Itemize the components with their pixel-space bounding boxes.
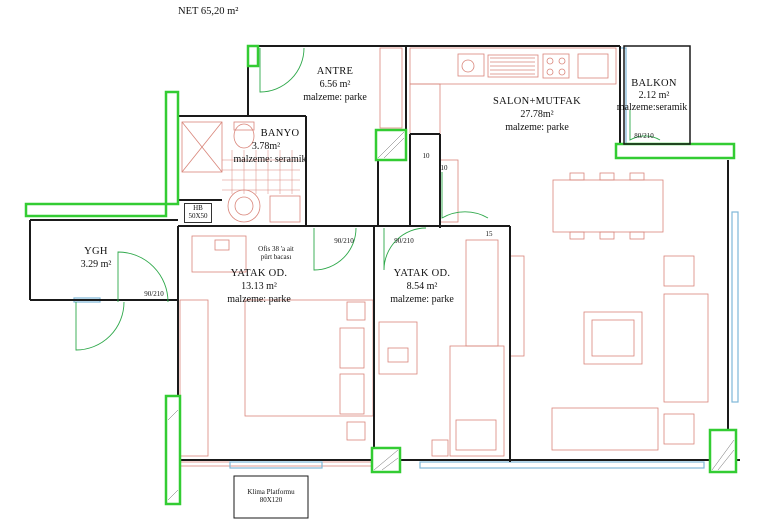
door-ygh-inner: [117, 251, 169, 303]
ygh-name: YGH: [84, 246, 108, 257]
door-balkon: [629, 110, 661, 141]
kitchen-stove: [542, 53, 570, 79]
hb-label-line2: 50X50: [188, 212, 208, 220]
column-bedroom1: [164, 394, 182, 506]
ofis-note-line1: Ofis 38 'a ait: [258, 245, 294, 253]
balkon-outline: [623, 45, 691, 145]
balkon-material: malzeme:seramik: [616, 102, 688, 113]
bathroom-floor-grid: [222, 150, 300, 194]
antre-area: 6.56 m²: [319, 79, 351, 90]
banyo-area: 3.78m²: [251, 141, 281, 152]
ygh-door-size: 90/210: [144, 290, 164, 298]
balkon-slab-edge: [614, 142, 736, 160]
door-salon: [441, 172, 489, 219]
yatak2-name: YATAK OD.: [393, 268, 451, 279]
living-sofa-set: [509, 255, 709, 451]
yatak1-door-size: 90/210: [334, 237, 354, 245]
windows-layer: [73, 47, 739, 469]
banyo-material: malzeme: seramik: [233, 154, 307, 165]
balkon-area: 2.12 m²: [638, 90, 670, 101]
entrance-cabinet: [379, 47, 403, 129]
kitchen-sink: [487, 54, 539, 78]
yatak2-material: malzeme: parke: [390, 294, 454, 305]
structure-layer: [24, 44, 738, 506]
door-yatak2: [383, 227, 427, 271]
yatak1-material: malzeme: parke: [227, 294, 291, 305]
bedroom2-furniture: [378, 239, 505, 457]
door-ygh-outer: [75, 301, 125, 351]
bedroom2-living-window: [419, 461, 705, 469]
salon-material: malzeme: parke: [505, 122, 569, 133]
antre-material: malzeme: parke: [303, 92, 367, 103]
door-yatak1: [313, 227, 357, 271]
structure-hatching: [167, 131, 735, 501]
kitchen-counter: [409, 47, 617, 135]
dim-b: 10: [440, 164, 448, 172]
ygh-outer-wall: [24, 90, 180, 218]
door-swings-layer: [75, 47, 661, 351]
column-antre: [246, 44, 260, 68]
bathroom-fixtures: [181, 121, 301, 223]
salon-area: 27.78m²: [520, 109, 554, 120]
klima-platform-box: [233, 475, 309, 519]
dining-table: [552, 172, 664, 240]
dim-c: 15: [485, 230, 493, 238]
balkon-door-size: 80/210: [634, 132, 654, 140]
salon-name: SALON+MUTFAK: [492, 96, 582, 107]
yatak2-area: 8.54 m²: [406, 281, 438, 292]
dim-a: 10: [422, 152, 430, 160]
living-window: [731, 211, 739, 403]
banyo-name: BANYO: [260, 128, 300, 139]
klima-line2: 80X120: [259, 496, 283, 504]
door-antre: [259, 47, 305, 93]
yatak1-area: 13.13 m²: [241, 281, 277, 292]
ygh-area: 3.29 m²: [80, 259, 112, 270]
ofis-note-line2: pürt bacası: [260, 253, 292, 261]
hb-label-line1: HB: [193, 204, 203, 212]
yatak2-door-size: 90/210: [394, 237, 414, 245]
klima-line1: Klima Platformu: [247, 488, 295, 496]
plan-title: NET 65,20 m²: [178, 6, 239, 17]
bedroom1-window: [229, 461, 323, 469]
column-living: [708, 428, 738, 474]
antre-name: ANTRE: [316, 66, 354, 77]
yatak1-name: YATAK OD.: [230, 268, 288, 279]
balkon-name: BALKON: [631, 78, 677, 89]
